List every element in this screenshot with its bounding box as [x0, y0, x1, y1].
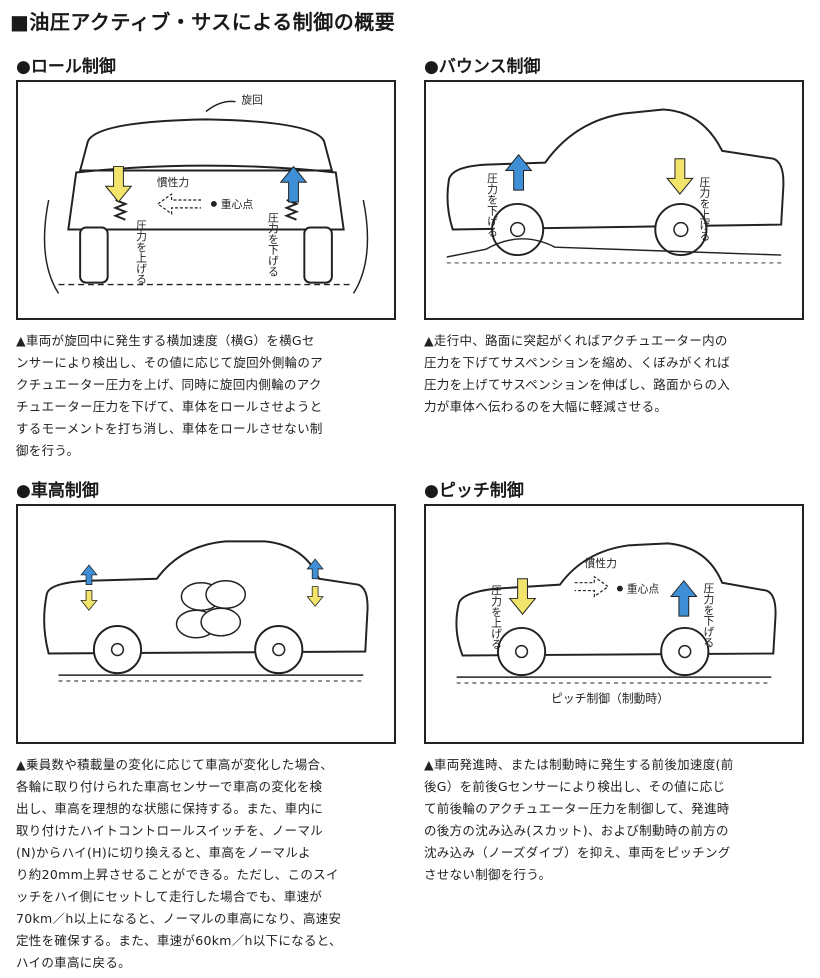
- height-svg: [43, 540, 369, 682]
- bounce-diagram: 圧力を下げる 圧力を上げる: [424, 80, 804, 320]
- cargo-icon: [175, 579, 247, 639]
- roll-svg: 旋回 慣性力 重心点 圧力を上げる 圧力を下げる: [43, 93, 369, 294]
- pitch-inertia-arrow: [574, 575, 610, 598]
- roll-diagram: 旋回 慣性力 重心点 圧力を上げる 圧力を下げる: [16, 80, 396, 320]
- bounce-svg: 圧力を下げる 圧力を上げる: [446, 108, 785, 264]
- bounce-yellow-arrow: [666, 158, 694, 195]
- bounce-press-down-label: 圧力を下げる: [486, 172, 499, 237]
- bounce-press-up-label: 圧力を上げる: [698, 176, 711, 241]
- roll-press-up-label: 圧力を上げる: [135, 220, 148, 285]
- pitch-cog-dot: [616, 585, 623, 592]
- pitch-sub-label: ピッチ制御（制動時）: [551, 692, 669, 706]
- roll-turn-label: 旋回: [241, 93, 263, 107]
- roll-yellow-arrow: [104, 166, 133, 203]
- height-diagram: [16, 504, 396, 744]
- height-caption: ▲乗員数や積載量の変化に応じて車高が変化した場合、 各輪に取り付けられた車高セン…: [16, 757, 342, 970]
- roll-inertia-arrow: [156, 192, 202, 215]
- pitch-diagram: 慣性力 重心点 圧力を上げる 圧力を下げる ピッチ制御（制動時）: [424, 504, 804, 744]
- pitch-caption: ▲車両発進時、または制動時に発生する前後加速度(前 後G）を前後Gセンサーにより…: [424, 757, 734, 882]
- roll-cog-label: 重心点: [221, 197, 254, 211]
- pitch-heading: ●ピッチ制御: [424, 481, 524, 501]
- pitch-cog-label: 重心点: [627, 582, 660, 596]
- roll-press-down-label: 圧力を下げる: [266, 212, 279, 277]
- roll-heading: ●ロール制御: [16, 57, 116, 77]
- pitch-inertia-label: 慣性力: [585, 556, 617, 570]
- pitch-blue-arrow: [670, 579, 698, 617]
- bounce-blue-arrow: [504, 153, 533, 191]
- bounce-heading: ●バウンス制御: [424, 57, 541, 77]
- pitch-press-up-label: 圧力を上げる: [490, 585, 503, 650]
- roll-cog-dot: [210, 200, 217, 207]
- pitch-yellow-arrow: [508, 578, 537, 615]
- height-heading: ●車高制御: [16, 481, 99, 501]
- roll-inertia-label: 慣性力: [157, 175, 189, 189]
- roll-caption: ▲車両が旋回中に発生する横加速度（横G）を横Gセ ンサーにより検出し、その値に応…: [16, 333, 323, 458]
- pitch-press-down-label: 圧力を下げる: [702, 583, 715, 648]
- page-title: ■油圧アクティブ・サスによる制御の概要: [10, 10, 396, 34]
- roll-blue-arrow: [279, 165, 308, 203]
- turn-arrow: [205, 100, 236, 113]
- pitch-svg: 慣性力 重心点 圧力を上げる 圧力を下げる ピッチ制御（制動時）: [455, 542, 777, 706]
- bounce-caption: ▲走行中、路面に突起がくればアクチュエーター内の 圧力を下げてサスペンションを縮…: [424, 333, 731, 414]
